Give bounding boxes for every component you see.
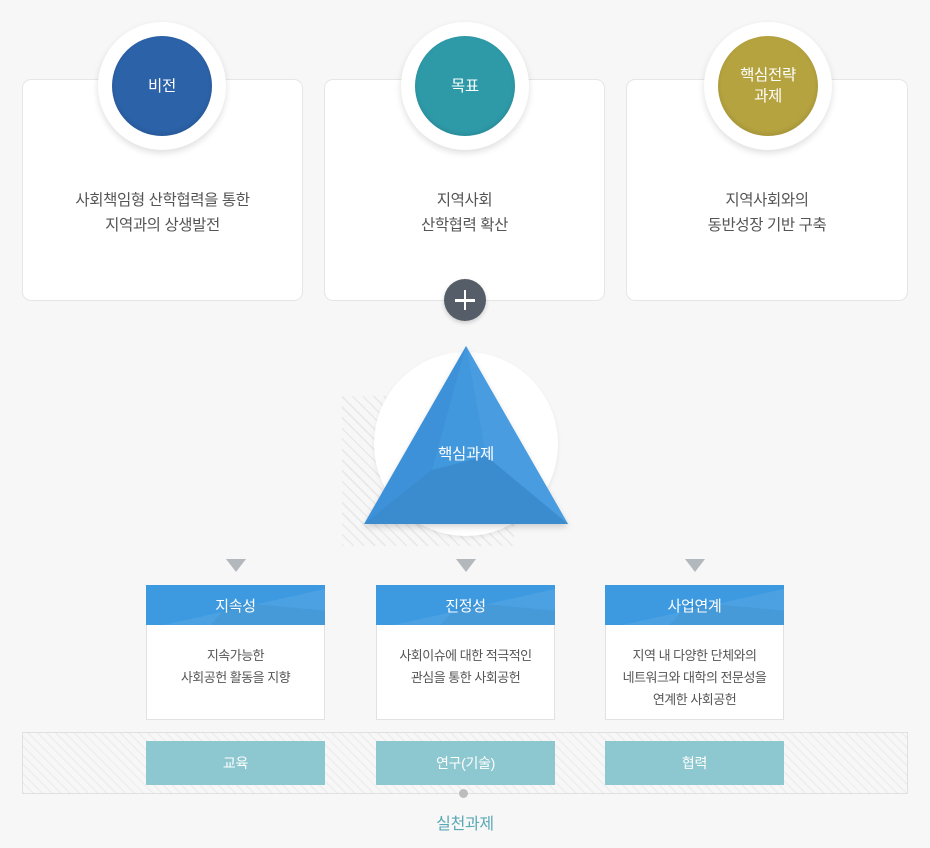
strategy-badge-label: 핵심전략 과제 [718,36,818,136]
triangle-down-icon [456,559,476,572]
pillar-title: 진정성 [445,597,486,615]
facet-decoration [376,585,555,625]
pillar-body-text: 사회이슈에 대한 적극적인 관심을 통한 사회공헌 [376,625,555,720]
pillar-title: 지속성 [215,597,256,615]
task-box-cooperation: 협력 [605,741,784,785]
pillar-body-text: 지역 내 다양한 단체와의 네트워크와 대학의 전문성을 연계한 사회공헌 [605,625,784,720]
pillar-business-linkage: 사업연계 지역 내 다양한 단체와의 네트워크와 대학의 전문성을 연계한 사회… [605,585,784,720]
plus-icon [444,279,486,321]
facet-decoration [146,585,325,625]
pillar-header: 사업연계 [605,585,784,625]
goal-badge: 목표 [401,22,529,150]
pillar-body-text: 지속가능한 사회공헌 활동을 지향 [146,625,325,720]
action-task-caption: 실천과제 [436,816,494,833]
triangle-down-icon [226,559,246,572]
triangle-down-icon [685,559,705,572]
goal-card-text: 지역사회 산학협력 확산 [420,192,509,234]
core-task-triangle-group: 핵심과제 [336,338,596,553]
task-box-research: 연구(기술) [376,741,555,785]
pillar-sustainability: 지속성 지속가능한 사회공헌 활동을 지향 [146,585,325,720]
strategy-card-text: 지역사회와의 동반성장 기반 구축 [707,192,827,234]
pillar-title: 사업연계 [667,597,722,615]
pillar-authenticity: 진정성 사회이슈에 대한 적극적인 관심을 통한 사회공헌 [376,585,555,720]
pillar-header: 지속성 [146,585,325,625]
task-box-education: 교육 [146,741,325,785]
vision-badge: 비전 [98,22,226,150]
connector-dot [459,789,468,798]
vision-card-text: 사회책임형 산학협력을 통한 지역과의 상생발전 [75,192,250,234]
goal-badge-label: 목표 [415,36,515,136]
facet-decoration [605,585,784,625]
triangle-label: 핵심과제 [438,446,494,463]
triangle-shape-icon [364,346,568,524]
strategy-badge: 핵심전략 과제 [704,22,832,150]
pillar-header: 진정성 [376,585,555,625]
vision-badge-label: 비전 [112,36,212,136]
